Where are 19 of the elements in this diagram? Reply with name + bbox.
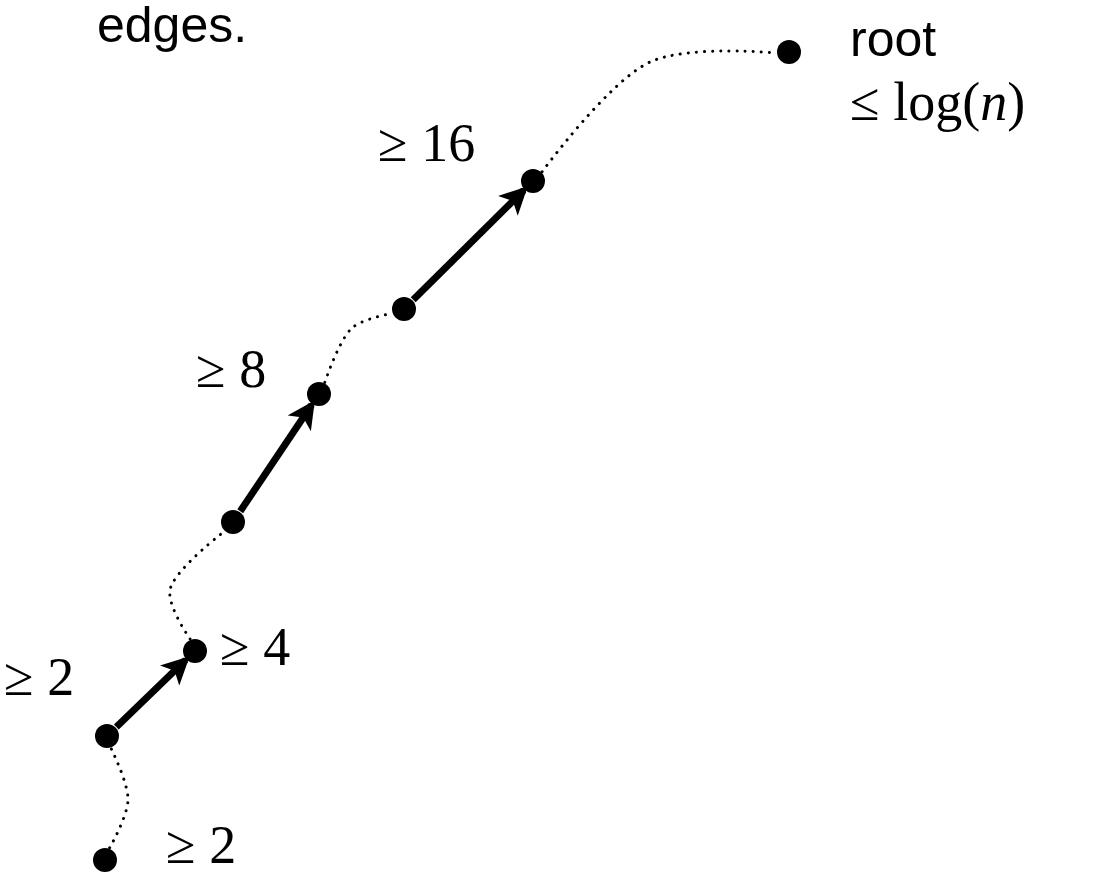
math-label: ≥ 4 (220, 620, 291, 674)
dot (307, 382, 331, 406)
dot (221, 510, 245, 534)
dotted-line (108, 746, 130, 850)
arrow (113, 656, 190, 730)
dot (521, 169, 545, 193)
math-label: ≥ 2 (4, 650, 75, 704)
dot (93, 848, 117, 872)
note-text: edges. (97, 0, 248, 50)
math-label: ≥ 16 (378, 116, 476, 170)
dot (183, 639, 207, 663)
arrow (237, 400, 315, 514)
dot (392, 297, 416, 321)
node-label: root (850, 14, 937, 64)
math-label: ≥ 2 (166, 818, 237, 872)
arrow (410, 186, 528, 303)
dot (95, 724, 119, 748)
dot (777, 40, 801, 64)
math-label: ≥ 8 (196, 342, 267, 396)
